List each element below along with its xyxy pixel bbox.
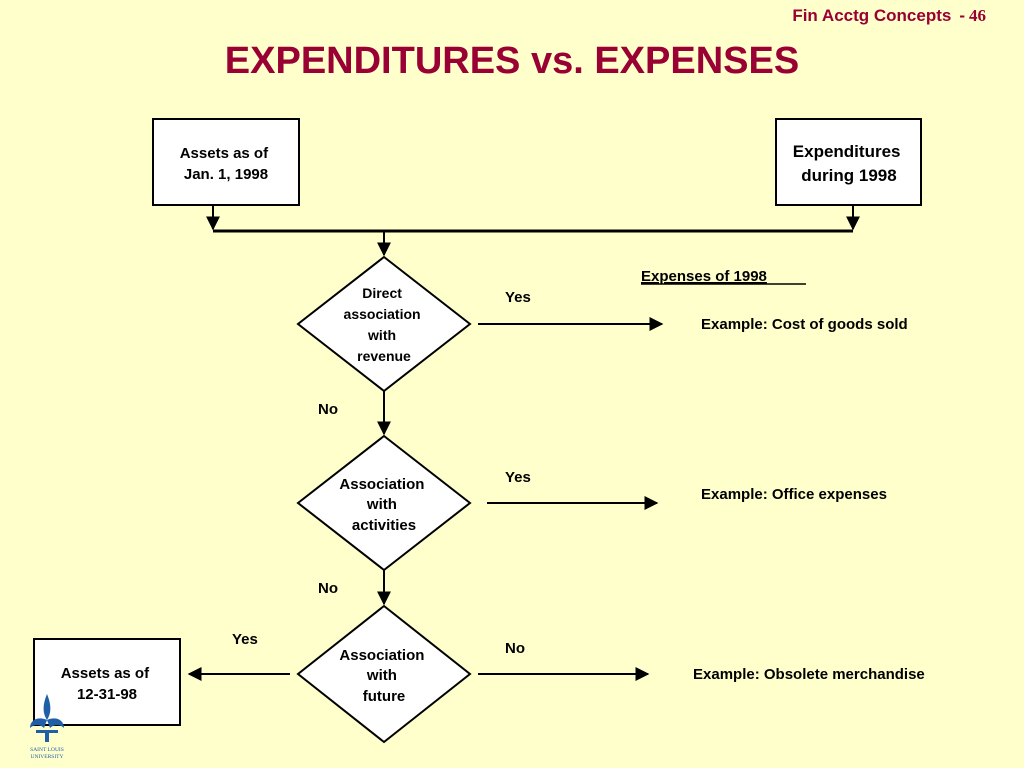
slide-header: Fin Acctg Concepts-46 — [792, 6, 986, 26]
logo-text-line2: UNIVERSITY — [31, 754, 64, 760]
d3-line1: Association — [339, 647, 424, 664]
expenditures-text: Expenditures during 1998 — [793, 142, 905, 185]
expenditures-line1: Expenditures — [793, 142, 901, 161]
d3-line2: with — [366, 667, 397, 684]
d3-no-label: No — [505, 640, 525, 657]
assets-end-box — [33, 638, 181, 726]
expenditures-line2: during 1998 — [801, 166, 896, 185]
expenses-heading: Expenses of 1998 — [641, 268, 767, 285]
d2-line1: Association — [339, 476, 424, 493]
assets-start-line2: Jan. 1, 1998 — [184, 166, 268, 183]
d3-line3: future — [363, 688, 406, 705]
example-obsolete-merchandise: Example: Obsolete merchandise — [693, 666, 925, 683]
decision-revenue-diamond — [296, 255, 472, 393]
university-logo: SAINT LOUIS UNIVERSITY — [30, 694, 64, 760]
decision-activities-text: Association with activities — [339, 476, 428, 534]
d1-yes-label: Yes — [505, 289, 531, 306]
page-number: 46 — [969, 6, 986, 25]
decision-revenue-text: Direct association with revenue — [344, 285, 425, 364]
assets-start-box — [152, 118, 300, 206]
d3-yes-label: Yes — [232, 631, 258, 648]
decision-future-text: Association with future — [339, 647, 428, 705]
d2-line2: with — [366, 496, 397, 513]
slide-title: EXPENDITURES vs. EXPENSES — [224, 40, 800, 82]
d1-line1: Direct — [362, 285, 402, 301]
example-office-expenses: Example: Office expenses — [701, 486, 887, 503]
assets-end-line2: 12-31-98 — [77, 686, 137, 703]
decision-future-diamond — [296, 604, 472, 744]
d1-line2: association — [344, 306, 421, 322]
d1-no-label: No — [318, 401, 338, 418]
assets-end-line1: Assets as of — [61, 665, 150, 682]
course-name: Fin Acctg Concepts — [792, 6, 952, 25]
example-cost-of-goods: Example: Cost of goods sold — [701, 316, 908, 333]
d1-line4: revenue — [357, 348, 411, 364]
fleur-de-lis-icon — [30, 694, 64, 742]
d2-yes-label: Yes — [505, 469, 531, 486]
assets-start-line1: Assets as of — [180, 145, 269, 162]
expenditures-box — [775, 118, 922, 206]
assets-start-text: Assets as of Jan. 1, 1998 — [180, 145, 273, 183]
d2-no-label: No — [318, 580, 338, 597]
d2-line3: activities — [352, 517, 416, 534]
logo-text-line1: SAINT LOUIS — [30, 747, 64, 753]
d1-line3: with — [367, 327, 396, 343]
header-separator: - — [959, 6, 965, 25]
assets-end-text: Assets as of 12-31-98 — [61, 665, 154, 703]
